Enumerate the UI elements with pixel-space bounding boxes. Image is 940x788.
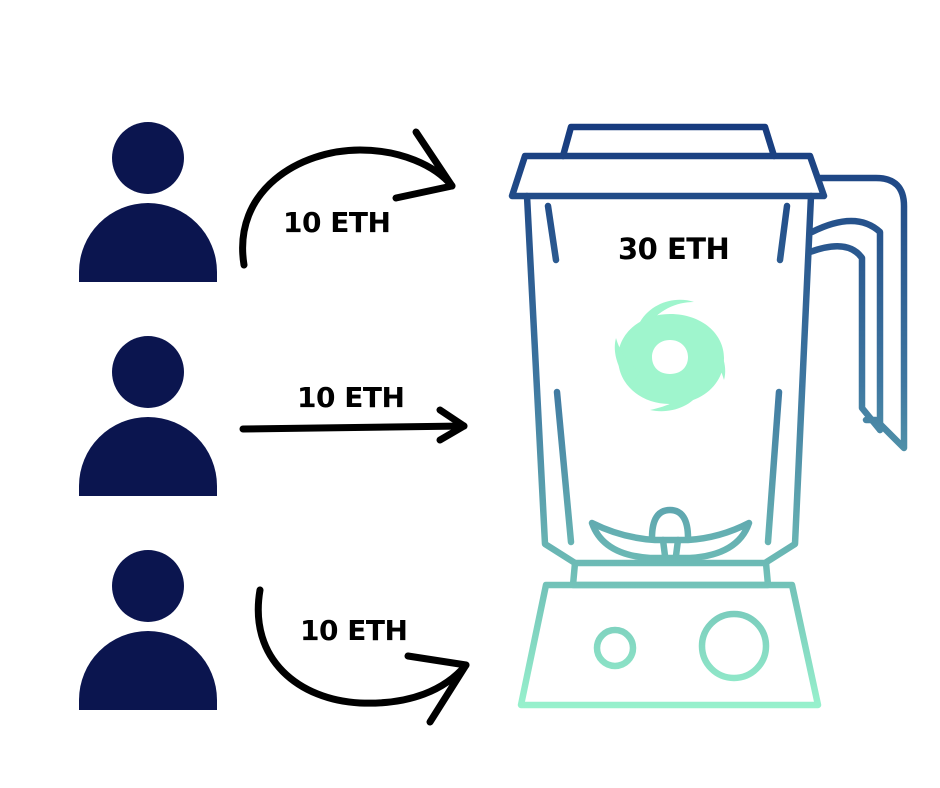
user-3 xyxy=(79,550,217,710)
user-1 xyxy=(79,122,217,282)
person-icon xyxy=(79,550,217,710)
cyclone-logo-icon xyxy=(614,299,726,412)
deposit-label-3: 10 ETH xyxy=(300,614,407,647)
deposit-arrow-3 xyxy=(254,586,470,726)
user-2 xyxy=(79,336,217,496)
deposit-label-1: 10 ETH xyxy=(283,206,390,239)
mixer-total-label: 30 ETH xyxy=(618,232,729,266)
deposit-label-2: 10 ETH xyxy=(297,381,404,414)
deposit-arrow-1 xyxy=(239,128,456,269)
person-icon xyxy=(79,336,217,496)
person-icon xyxy=(79,122,217,282)
blender-icon xyxy=(508,123,908,709)
deposit-arrow-2 xyxy=(239,406,468,444)
